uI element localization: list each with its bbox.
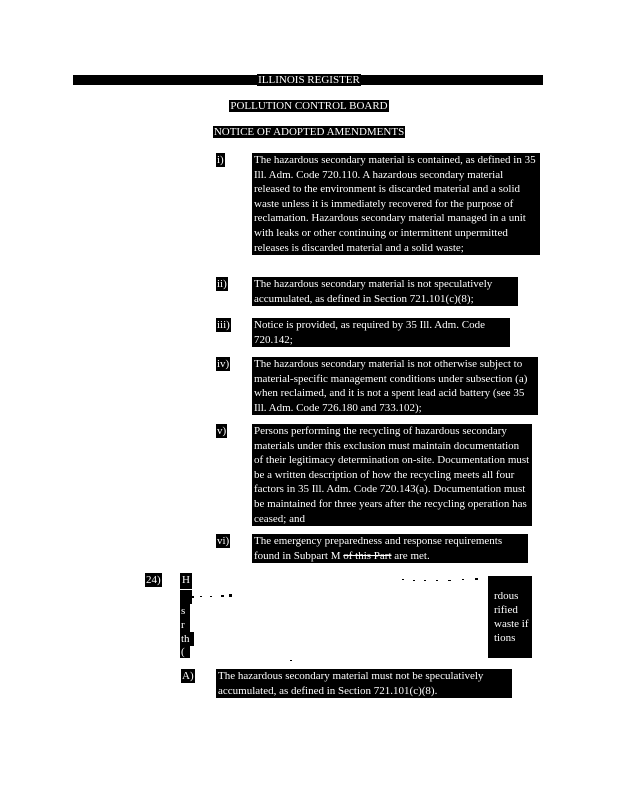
item-label-v: v)	[216, 424, 228, 438]
item-label-i: i)	[216, 153, 225, 167]
section-24-frag-l4: th	[181, 633, 190, 645]
scan-speck	[402, 579, 404, 580]
section-24-lead-block	[180, 573, 192, 589]
notice-title-text: NOTICE OF ADOPTED AMENDMENTS	[212, 126, 406, 138]
item-text-vi-after: are met.	[391, 549, 430, 562]
scan-speck	[436, 580, 438, 581]
section-24-frag-l3: r	[181, 619, 185, 631]
item-text-ii: The hazardous secondary material is not …	[252, 277, 518, 307]
item-label-vi: vi)	[216, 534, 231, 548]
scan-speck	[229, 594, 232, 597]
item-label-ii: ii)	[216, 277, 228, 291]
section-24-lead: H	[182, 574, 190, 586]
scan-speck	[475, 578, 478, 580]
item-label-iii: iii)	[216, 318, 231, 332]
scan-speck	[413, 580, 415, 581]
item-text-vi-struck: of this Part	[343, 549, 392, 562]
scan-speck	[192, 596, 194, 598]
board-title-text: POLLUTION CONTROL BOARD	[229, 100, 389, 112]
section-24-left-block-2	[180, 604, 190, 618]
scan-speck	[200, 596, 202, 597]
item-text-vi-before: The emergency preparedness and response …	[254, 535, 503, 562]
item-text-i: The hazardous secondary material is cont…	[252, 153, 540, 256]
section-24-frag-l5: (	[181, 646, 185, 658]
section-24-frag-r3: waste if	[494, 618, 529, 630]
section-24-left-block-4	[180, 632, 194, 646]
notice-title: NOTICE OF ADOPTED AMENDMENTS	[0, 126, 618, 138]
section-24-left-block-1	[180, 590, 192, 604]
scan-speck	[221, 595, 224, 597]
section-24-frag-l2: s	[181, 605, 186, 617]
register-title-text: ILLINOIS REGISTER	[257, 74, 361, 86]
section-24-frag-r1: rdous	[494, 590, 519, 602]
section-24-frag-r4: tions	[494, 632, 516, 644]
section-24-right-block	[488, 576, 532, 658]
section-24-frag-r2: rified	[494, 604, 518, 616]
item-text-iv: The hazardous secondary material is not …	[252, 357, 538, 416]
item-text-iii: Notice is provided, as required by 35 Il…	[252, 318, 510, 348]
item-label-iv: iv)	[216, 357, 231, 371]
scan-speck	[424, 580, 426, 581]
item-text-v: Persons performing the recycling of haza…	[252, 424, 532, 527]
scan-speck	[462, 579, 464, 580]
section-24-label: 24)	[145, 573, 162, 587]
board-title: POLLUTION CONTROL BOARD	[0, 100, 618, 112]
scan-speck	[448, 580, 451, 581]
subitem-text-a: The hazardous secondary material must no…	[216, 669, 512, 699]
section-24-left-block-5	[180, 646, 190, 658]
section-24-left-block-3	[180, 618, 190, 632]
subitem-label-a: A)	[181, 669, 195, 683]
item-text-vi: The emergency preparedness and response …	[252, 534, 528, 564]
scan-speck	[210, 596, 212, 597]
register-title: ILLINOIS REGISTER	[0, 74, 618, 86]
scan-speck	[290, 660, 292, 661]
